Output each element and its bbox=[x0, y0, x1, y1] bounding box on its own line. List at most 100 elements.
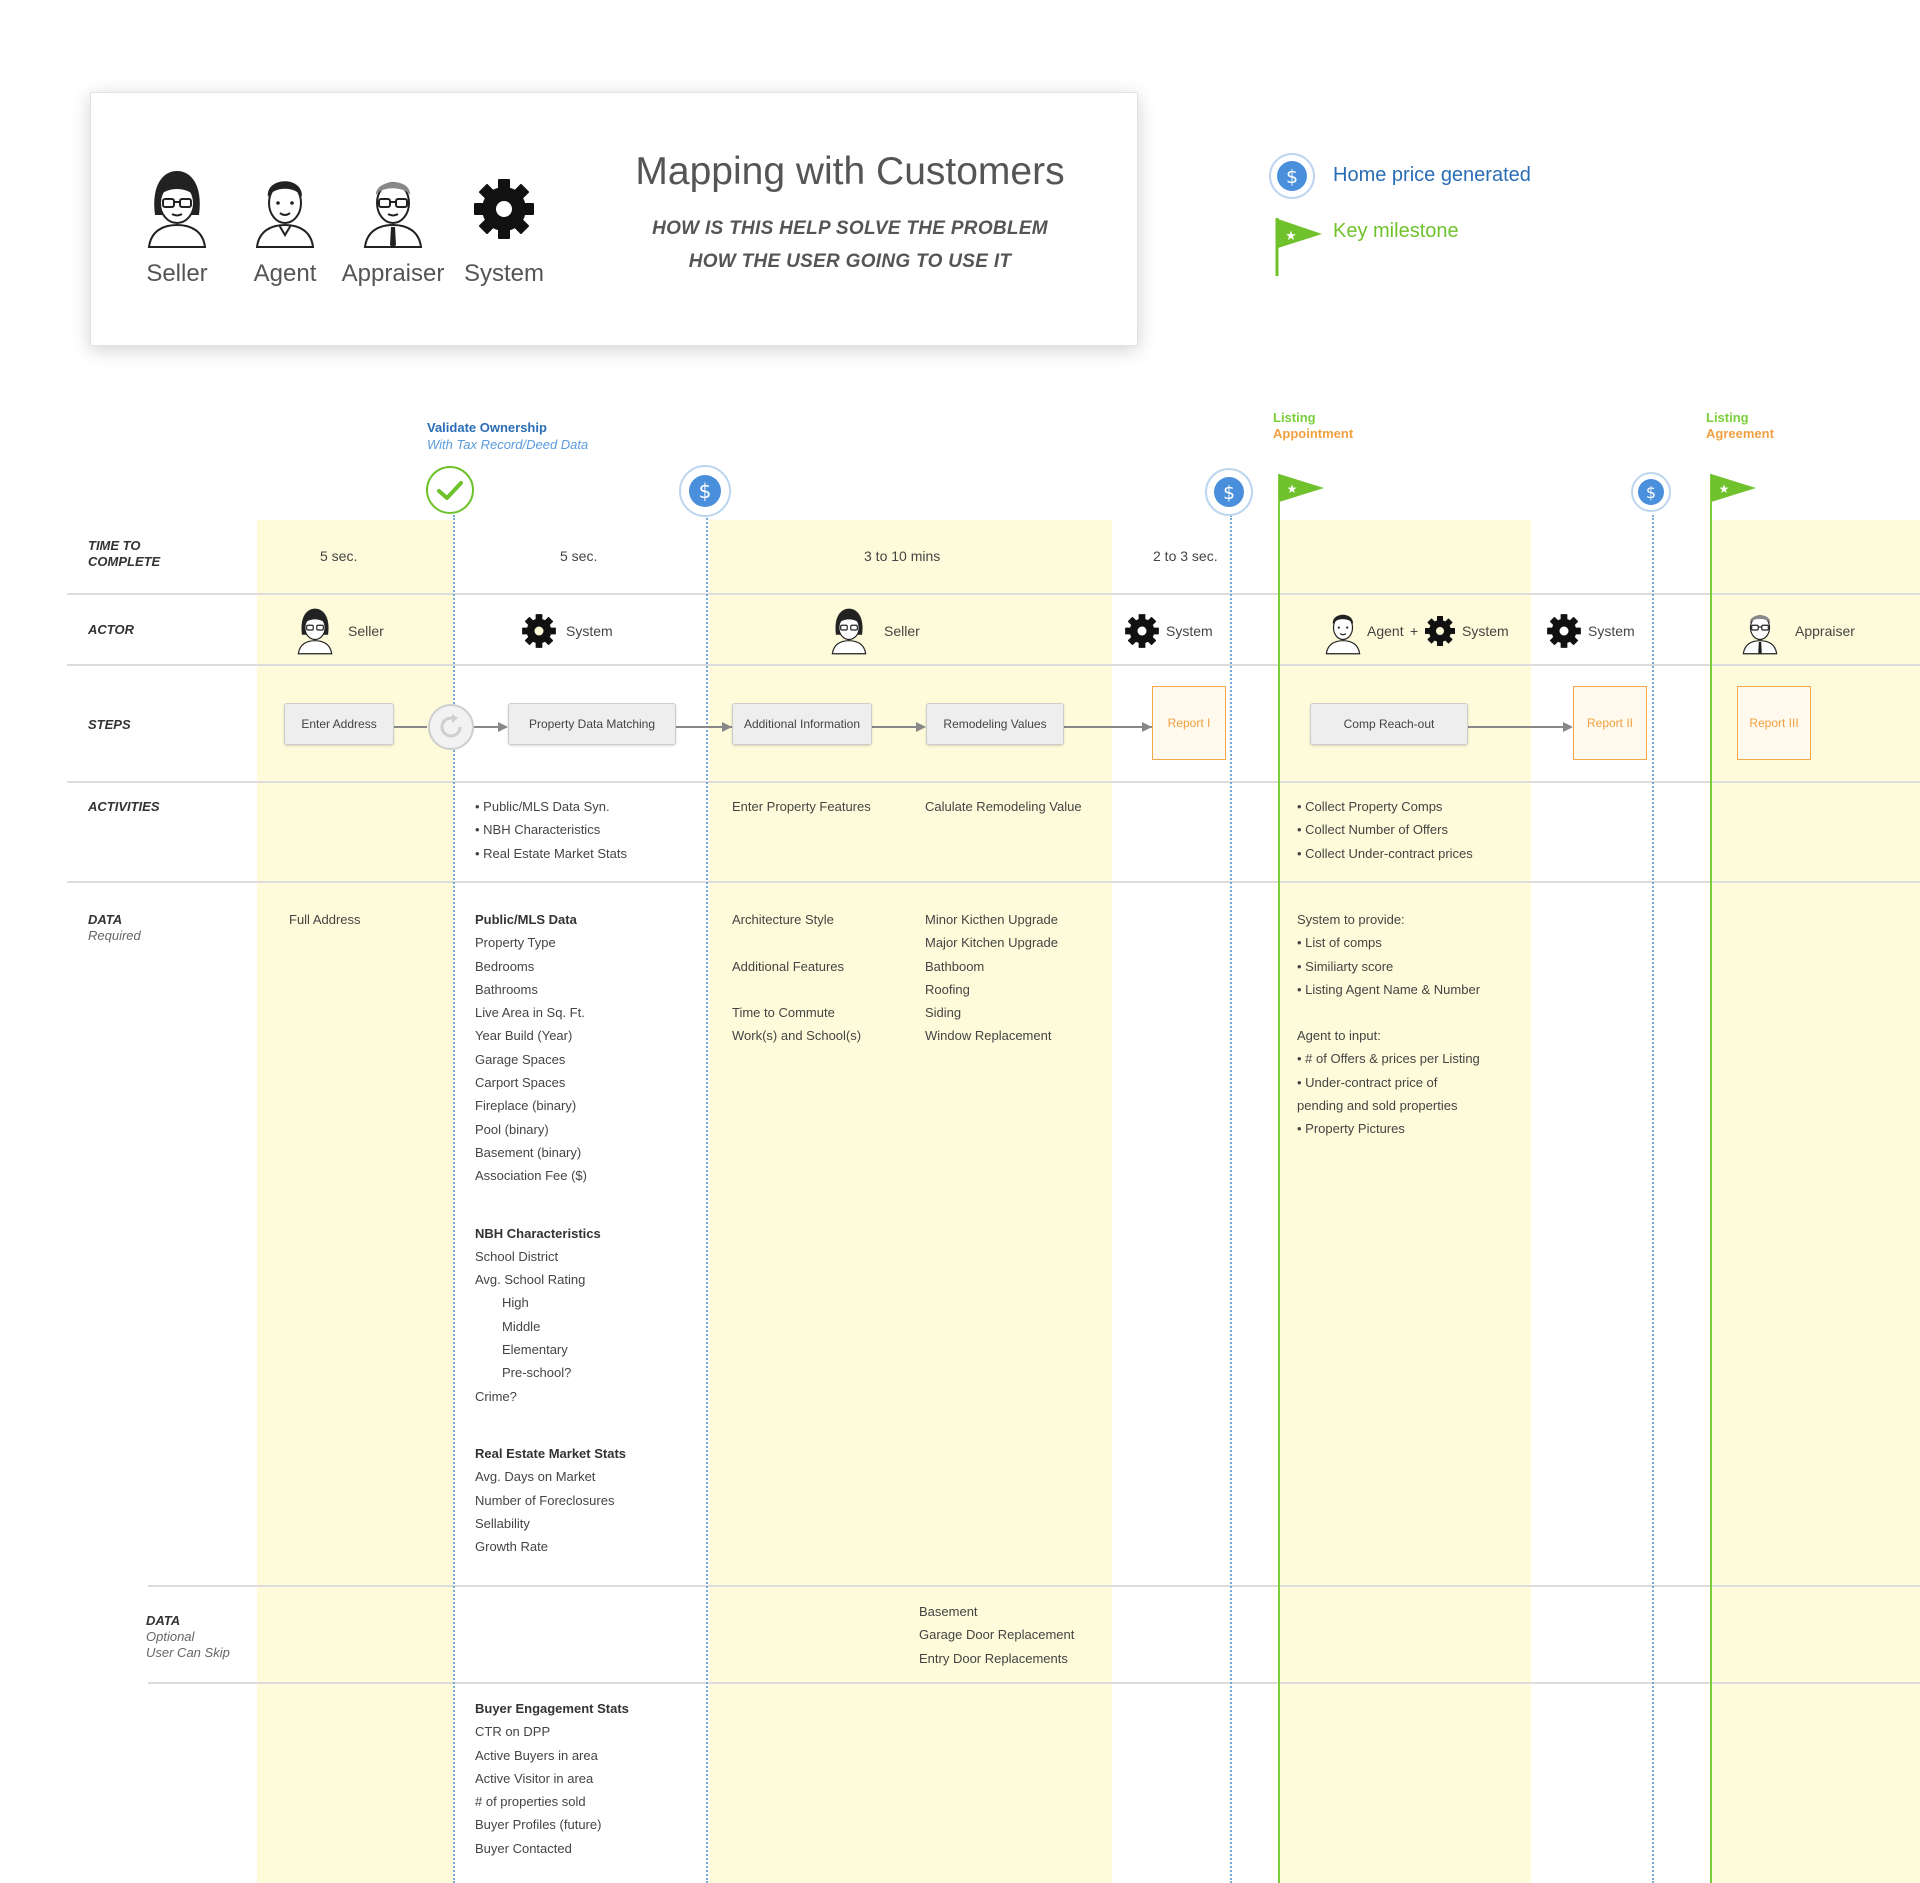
price-line bbox=[706, 515, 708, 1883]
data-optional-list: Basement Garage Door Replacement Entry D… bbox=[919, 1600, 1074, 1670]
listing-agreement-label-1: Listing bbox=[1706, 410, 1749, 425]
list-item: School District bbox=[475, 1248, 559, 1264]
dollar-icon: $ bbox=[1631, 472, 1671, 512]
data-full-address: Full Address bbox=[289, 912, 361, 927]
list-item: • Similiarty score bbox=[1297, 958, 1394, 974]
seller-avatar-icon bbox=[297, 608, 333, 655]
step-remodeling-values[interactable]: Remodeling Values bbox=[926, 703, 1064, 745]
list-item: Property Type bbox=[475, 935, 556, 951]
header-card bbox=[90, 92, 1138, 346]
persona-label: Seller bbox=[146, 260, 208, 287]
list-item: pending and sold properties bbox=[1297, 1098, 1458, 1114]
subtitle-problem: HOW IS THIS HELP SOLVE THE PROBLEM bbox=[652, 218, 1048, 239]
persona-label: Appraiser bbox=[341, 260, 445, 287]
step-report-3[interactable]: Report III bbox=[1737, 686, 1811, 760]
list-item: Bedrooms bbox=[475, 958, 535, 974]
list-item: Live Area in Sq. Ft. bbox=[475, 1005, 585, 1021]
check-icon bbox=[426, 466, 474, 514]
list-item: Basement (binary) bbox=[475, 1144, 582, 1160]
actor-seller: Seller bbox=[348, 623, 384, 639]
list-item: Bathrooms bbox=[475, 981, 538, 997]
actor-appraiser: Appraiser bbox=[1795, 623, 1855, 639]
list-item: • Under-contract price of bbox=[1297, 1074, 1438, 1090]
row-label-time-line1: TIME TO bbox=[88, 538, 141, 553]
row-label-time-line2: COMPLETE bbox=[88, 554, 161, 569]
list-item: Entry Door Replacements bbox=[919, 1650, 1068, 1666]
list-item: Fireplace (binary) bbox=[475, 1098, 577, 1114]
svg-text:★: ★ bbox=[1719, 482, 1730, 496]
list-item: Bathboom bbox=[925, 958, 985, 974]
activity-enter-features: Enter Property Features bbox=[732, 799, 871, 814]
list-item: Pre-school? bbox=[502, 1365, 572, 1381]
persona-appraiser: Appraiser bbox=[338, 165, 448, 288]
svg-text:$: $ bbox=[1223, 482, 1235, 504]
step-property-data-matching[interactable]: Property Data Matching bbox=[508, 703, 676, 745]
activities-system: • Public/MLS Data Syn. • NBH Characteris… bbox=[475, 795, 627, 865]
agent-avatar-icon bbox=[1325, 614, 1361, 655]
validate-subtitle: With Tax Record/Deed Data bbox=[427, 437, 589, 452]
section-heading: Real Estate Market Stats bbox=[475, 1445, 627, 1461]
dollar-icon: $ bbox=[679, 465, 731, 517]
section-heading: Agent to input: bbox=[1297, 1028, 1381, 1044]
section-heading: System to provide: bbox=[1297, 912, 1405, 927]
step-additional-information[interactable]: Additional Information bbox=[732, 703, 872, 745]
gear-icon bbox=[474, 179, 534, 239]
data-system-required: Public/MLS Data Property Type Bedrooms B… bbox=[475, 908, 695, 1558]
connector bbox=[676, 726, 732, 728]
stage-band-agent bbox=[1279, 520, 1531, 1883]
persona-label: System bbox=[463, 260, 544, 287]
list-item: • # of Offers & prices per Listing bbox=[1297, 1051, 1480, 1067]
seller-avatar-icon bbox=[147, 171, 207, 248]
gear-icon bbox=[1425, 616, 1455, 646]
listing-appointment-label-2: Appointment bbox=[1273, 426, 1354, 441]
list-item: • List of comps bbox=[1297, 935, 1382, 951]
row-divider bbox=[67, 593, 1920, 595]
arrow-head bbox=[1142, 722, 1152, 732]
list-item: • Collect Under-contract prices bbox=[1297, 845, 1473, 861]
list-item: Elementary bbox=[502, 1342, 568, 1358]
persona-seller: Seller bbox=[122, 165, 232, 288]
list-item: Association Fee ($) bbox=[475, 1168, 587, 1184]
list-item: • Property Pictures bbox=[1297, 1121, 1405, 1137]
connector bbox=[870, 726, 916, 728]
section-heading: Public/MLS Data bbox=[475, 912, 577, 927]
legend-price-label: Home price generated bbox=[1333, 164, 1531, 186]
list-item: Carport Spaces bbox=[475, 1075, 566, 1091]
actor-seller: Seller bbox=[884, 623, 920, 639]
actor-system: System bbox=[1462, 623, 1509, 639]
row-label-data: DATA bbox=[146, 1613, 181, 1628]
activities-agent: • Collect Property Comps • Collect Numbe… bbox=[1297, 795, 1473, 865]
list-item: Active Visitor in area bbox=[475, 1770, 594, 1786]
list-item: Garage Door Replacement bbox=[919, 1627, 1075, 1643]
row-label-skip: User Can Skip bbox=[146, 1645, 230, 1660]
step-comp-reach-out[interactable]: Comp Reach-out bbox=[1310, 703, 1468, 745]
connector bbox=[474, 726, 498, 728]
row-label-steps: STEPS bbox=[88, 717, 131, 732]
appraiser-avatar-icon bbox=[1742, 615, 1778, 655]
list-item: • Collect Property Comps bbox=[1297, 799, 1443, 814]
row-label-time: TIME TO COMPLETE bbox=[88, 538, 160, 570]
list-item: Buyer Profiles (future) bbox=[475, 1817, 602, 1833]
list-item: • Collect Number of Offers bbox=[1297, 822, 1448, 838]
list-item: Year Build (Year) bbox=[475, 1028, 573, 1044]
list-item: CTR on DPP bbox=[475, 1724, 551, 1740]
milestone-flag-line bbox=[1710, 474, 1712, 1883]
actor-system: System bbox=[1166, 623, 1213, 639]
step-enter-address[interactable]: Enter Address bbox=[284, 703, 394, 745]
row-divider bbox=[67, 881, 1920, 883]
row-label-actor: ACTOR bbox=[88, 622, 134, 637]
actor-system: System bbox=[1588, 623, 1635, 639]
list-item: Time to Commute bbox=[732, 1005, 835, 1020]
row-divider bbox=[67, 664, 1920, 666]
list-item: Sellability bbox=[475, 1515, 530, 1531]
persona-system: System bbox=[449, 165, 559, 288]
list-item: Siding bbox=[925, 1005, 962, 1021]
seller-avatar-icon bbox=[831, 608, 867, 655]
time-address: 5 sec. bbox=[320, 548, 358, 564]
step-report-2[interactable]: Report II bbox=[1573, 686, 1647, 760]
row-label-optional: Optional bbox=[146, 1629, 195, 1644]
data-remodel-list: Minor Kicthen Upgrade Major Kitchen Upgr… bbox=[925, 908, 1058, 1048]
step-report-1[interactable]: Report I bbox=[1152, 686, 1226, 760]
list-item: Active Buyers in area bbox=[475, 1747, 598, 1763]
section-heading: Buyer Engagement Stats bbox=[475, 1701, 629, 1716]
